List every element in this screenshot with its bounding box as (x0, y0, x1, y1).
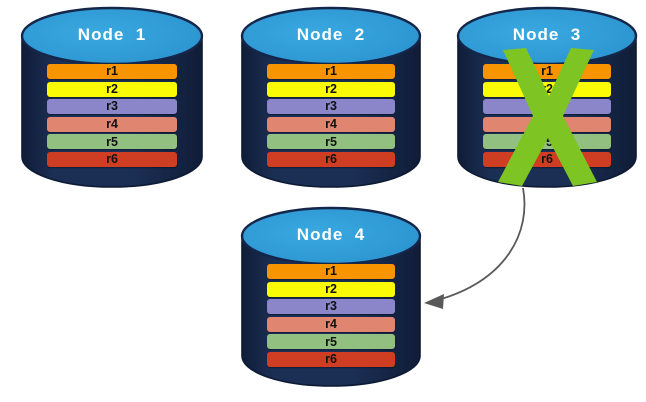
data-row-r4[interactable]: r4 (483, 116, 611, 132)
data-row-r2[interactable]: r2 (267, 81, 395, 97)
data-row-label: r2 (106, 81, 118, 96)
data-row-r5[interactable]: r5 (483, 134, 611, 150)
data-row-label: r4 (325, 317, 337, 332)
data-row-label: r2 (325, 81, 337, 96)
data-row-r1[interactable]: r1 (267, 64, 395, 79)
data-row-r3[interactable]: r3 (483, 99, 611, 115)
data-row-label: r4 (541, 117, 553, 132)
data-row-r3[interactable]: r3 (267, 299, 395, 315)
data-row-label: r5 (541, 134, 553, 149)
data-row-label: r1 (325, 64, 337, 79)
data-row-r4[interactable]: r4 (267, 116, 395, 132)
data-row-label: r6 (325, 152, 337, 167)
data-row-r4[interactable]: r4 (47, 116, 177, 132)
data-row-label: r4 (106, 117, 118, 132)
data-row-r6[interactable]: r6 (483, 151, 611, 167)
data-row-r6[interactable]: r6 (267, 151, 395, 167)
data-row-r5[interactable]: r5 (47, 134, 177, 150)
data-row-r3[interactable]: r3 (47, 99, 177, 115)
data-row-label: r2 (325, 281, 337, 296)
data-row-r6[interactable]: r6 (267, 351, 395, 367)
data-row-label: r6 (325, 352, 337, 367)
data-row-r1[interactable]: r1 (483, 64, 611, 79)
data-row-label: r1 (541, 64, 553, 79)
data-row-r2[interactable]: r2 (47, 81, 177, 97)
data-row-r1[interactable]: r1 (267, 264, 395, 279)
data-row-r3[interactable]: r3 (267, 99, 395, 115)
data-row-r1[interactable]: r1 (47, 64, 177, 79)
node-1-rows: r1 r2 r3 r4 r5 r6 (47, 64, 177, 170)
data-row-label: r3 (325, 299, 337, 314)
data-row-label: r6 (106, 152, 118, 167)
data-row-label: r3 (541, 99, 553, 114)
node-2-rows: r1 r2 r3 r4 r5 r6 (267, 64, 395, 170)
data-row-label: r5 (325, 134, 337, 149)
data-row-label: r3 (106, 99, 118, 114)
data-row-r2[interactable]: r2 (483, 81, 611, 97)
data-row-label: r3 (325, 99, 337, 114)
data-row-r6[interactable]: r6 (47, 151, 177, 167)
data-row-label: r2 (541, 81, 553, 96)
data-row-label: r5 (106, 134, 118, 149)
data-row-r2[interactable]: r2 (267, 281, 395, 297)
data-row-label: r1 (325, 264, 337, 279)
data-row-label: r1 (106, 64, 118, 79)
node-4-rows: r1 r2 r3 r4 r5 r6 (267, 264, 395, 370)
data-row-label: r4 (325, 117, 337, 132)
data-row-r5[interactable]: r5 (267, 134, 395, 150)
data-row-label: r6 (541, 152, 553, 167)
node-3-rows: r1 r2 r3 r4 r5 r6 (483, 64, 611, 170)
data-row-label: r5 (325, 334, 337, 349)
data-row-r5[interactable]: r5 (267, 334, 395, 350)
data-row-r4[interactable]: r4 (267, 316, 395, 332)
